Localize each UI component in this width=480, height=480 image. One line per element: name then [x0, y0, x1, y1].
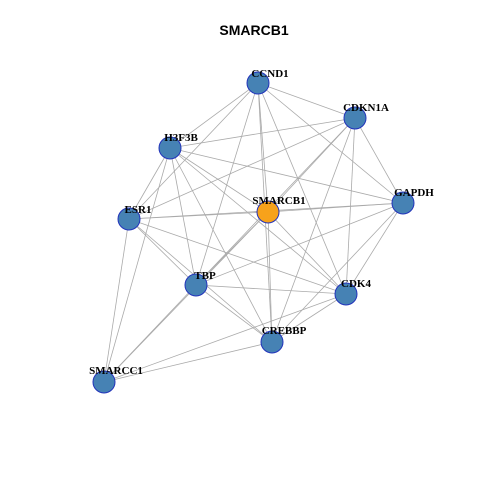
edge-ccnd1-gapdh: [257, 82, 404, 204]
edge-smarcb1-cdk4: [267, 211, 347, 295]
nodes-layer: [92, 71, 415, 394]
edge-esr1-smarcc1: [103, 218, 130, 383]
edge-h3f3b-esr1: [128, 147, 171, 220]
node-label-cdk4: CDK4: [341, 278, 371, 290]
node-label-h3f3b: H3F3B: [164, 132, 198, 144]
edge-esr1-tbp: [128, 218, 197, 286]
edge-tbp-cdk4: [195, 284, 347, 295]
edge-h3f3b-smarcc1: [103, 147, 171, 383]
edge-cdkn1a-crebbp: [271, 117, 356, 343]
edge-h3f3b-smarcb1: [169, 147, 269, 213]
node-cdk4: [334, 282, 358, 306]
edge-esr1-cdk4: [128, 218, 347, 295]
node-label-tbp: TBP: [194, 270, 216, 282]
edge-cdkn1a-gapdh: [354, 117, 404, 204]
edge-ccnd1-esr1: [128, 82, 259, 220]
edge-cdkn1a-h3f3b: [169, 117, 356, 149]
edge-cdk4-smarcc1: [103, 293, 347, 383]
node-ccnd1: [246, 71, 270, 95]
edge-cdkn1a-tbp: [195, 117, 356, 286]
edge-ccnd1-h3f3b: [169, 82, 259, 149]
node-label-gapdh: GAPDH: [394, 187, 434, 199]
edge-crebbp-smarcc1: [103, 341, 273, 383]
edge-gapdh-tbp: [195, 202, 404, 286]
node-smarcb1: [256, 200, 280, 224]
edge-ccnd1-cdkn1a: [257, 82, 356, 119]
edge-smarcb1-crebbp: [267, 211, 273, 343]
edge-gapdh-cdk4: [345, 202, 404, 295]
node-label-smarcb1: SMARCB1: [252, 195, 305, 207]
node-smarcc1: [92, 370, 116, 394]
diagram-title: SMARCB1: [219, 22, 288, 38]
node-gapdh: [391, 191, 415, 215]
node-cdkn1a: [343, 106, 367, 130]
node-label-crebbp: CREBBP: [262, 325, 307, 337]
edge-cdk4-crebbp: [271, 293, 347, 343]
edge-tbp-crebbp: [195, 284, 273, 343]
edge-h3f3b-crebbp: [169, 147, 273, 343]
edge-cdkn1a-esr1: [128, 117, 356, 220]
node-esr1: [117, 207, 141, 231]
node-h3f3b: [158, 136, 182, 160]
edge-gapdh-smarcb1: [267, 202, 404, 213]
edge-tbp-smarcc1: [103, 284, 197, 383]
node-label-smarcc1: SMARCC1: [89, 365, 143, 377]
edge-h3f3b-cdk4: [169, 147, 347, 295]
edge-ccnd1-cdk4: [257, 82, 347, 295]
edge-ccnd1-tbp: [195, 82, 259, 286]
node-label-cdkn1a: CDKN1A: [343, 102, 389, 114]
edge-ccnd1-smarcb1: [257, 82, 269, 213]
edge-h3f3b-gapdh: [169, 147, 404, 204]
edge-gapdh-crebbp: [271, 202, 404, 343]
node-tbp: [184, 273, 208, 297]
node-crebbp: [260, 330, 284, 354]
edge-esr1-smarcb1: [128, 211, 269, 220]
edges-layer: [103, 82, 404, 383]
node-label-ccnd1: CCND1: [251, 68, 288, 80]
node-label-esr1: ESR1: [125, 204, 152, 216]
